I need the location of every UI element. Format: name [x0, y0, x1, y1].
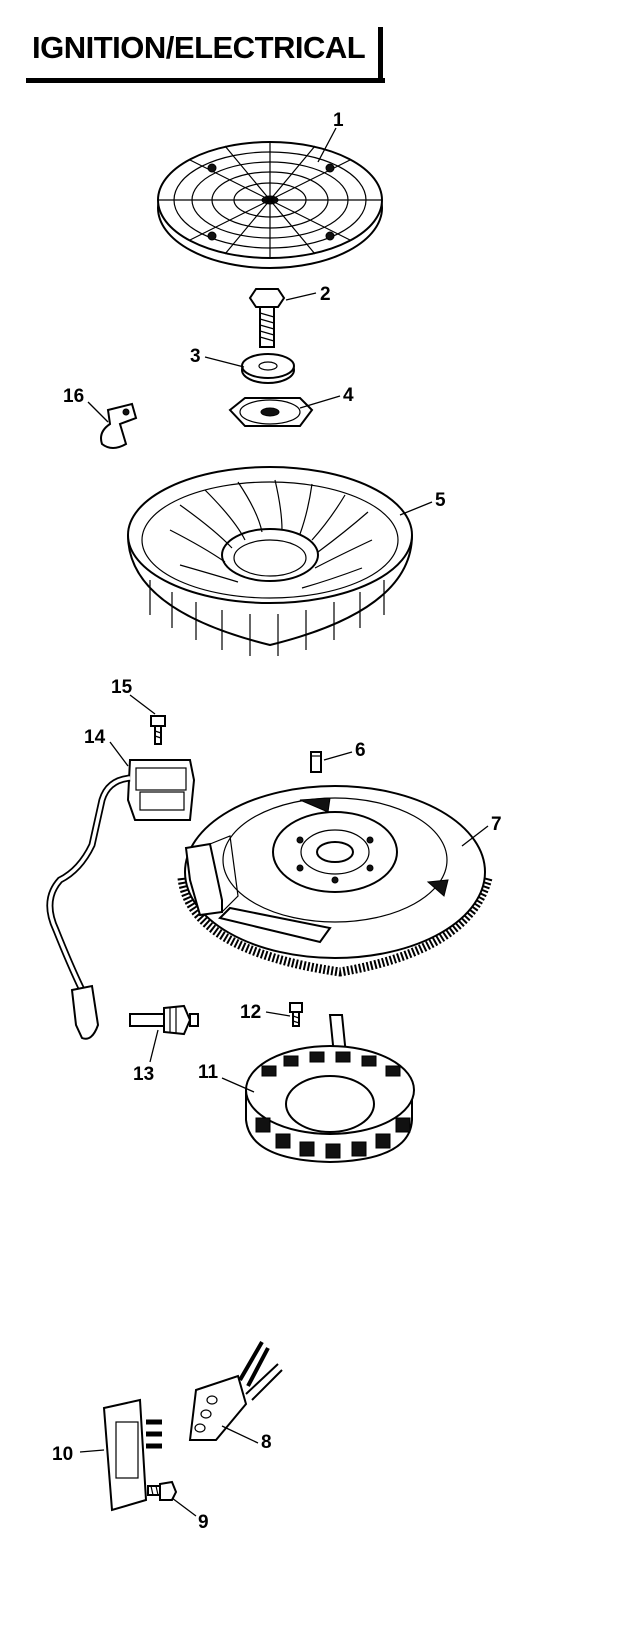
part-2-flywheel-bolt	[248, 288, 286, 348]
part-4-fan-retainer	[228, 397, 314, 427]
part-10-rectifier-regulator	[102, 1398, 162, 1512]
part-14-ignition-module	[46, 759, 196, 1040]
callout-11: 11	[198, 1062, 219, 1083]
part-16-wire-clip	[100, 402, 138, 449]
callout-15: 15	[111, 677, 133, 698]
title-right-rule	[378, 27, 383, 83]
page-title: IGNITION/ELECTRICAL	[32, 30, 366, 65]
callout-2: 2	[320, 284, 331, 305]
callout-7: 7	[491, 814, 502, 835]
callout-10: 10	[52, 1444, 73, 1465]
callout-13: 13	[133, 1064, 154, 1085]
section-title-box: IGNITION/ELECTRICAL	[26, 22, 385, 83]
callout-1: 1	[333, 110, 344, 131]
part-12-screw	[289, 1002, 303, 1027]
part-5-cooling-fan	[127, 466, 413, 656]
part-9-screw	[147, 1480, 178, 1501]
part-6-flywheel-key	[310, 751, 322, 773]
callout-6: 6	[355, 740, 366, 761]
callout-5: 5	[435, 490, 446, 511]
callout-14: 14	[84, 727, 106, 748]
part-7-flywheel	[177, 785, 493, 977]
part-15-screw	[150, 715, 166, 745]
part-11-stator	[245, 1014, 415, 1164]
part-13-spark-plug	[129, 1004, 199, 1036]
title-underline	[26, 78, 385, 83]
callout-9: 9	[198, 1512, 209, 1533]
part-1-grass-screen	[157, 141, 383, 269]
callout-8: 8	[261, 1432, 272, 1453]
part-8-wire-connector	[188, 1340, 283, 1441]
callout-4: 4	[343, 385, 354, 406]
callout-12: 12	[240, 1002, 261, 1023]
part-3-washer	[241, 353, 295, 384]
callout-3: 3	[190, 346, 201, 367]
callout-16: 16	[63, 386, 84, 407]
